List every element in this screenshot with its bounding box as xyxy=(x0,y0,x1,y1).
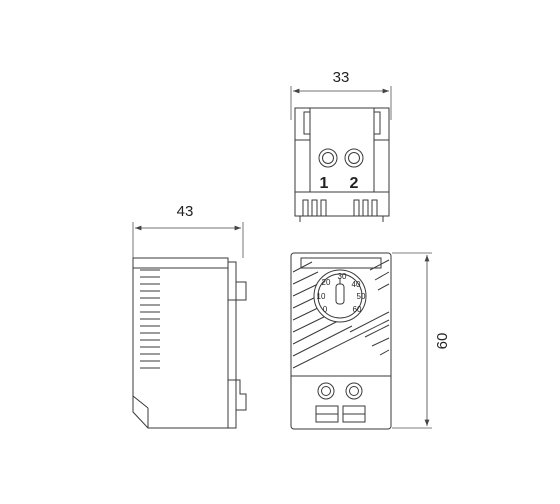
terminal-label-1: 1 xyxy=(320,175,329,192)
terminal-label-2: 2 xyxy=(350,175,359,192)
front-terminal-screw-2 xyxy=(345,382,363,400)
dial-label-10: 10 xyxy=(317,292,326,301)
dimension-label-height: 60 xyxy=(434,333,451,350)
terminal-screw-2 xyxy=(344,148,364,168)
dial-label-50: 50 xyxy=(357,292,366,301)
top-view: 33 1 2 xyxy=(290,69,392,222)
dial-label-40: 40 xyxy=(352,280,361,289)
dial-label-60: 60 xyxy=(353,305,362,314)
dial-label-20: 20 xyxy=(322,278,331,287)
side-view: 43 xyxy=(132,203,247,429)
temperature-dial[interactable]: 0 10 20 30 40 50 60 xyxy=(313,269,367,323)
dimension-label-top-width: 33 xyxy=(333,69,350,86)
dimension-label-side-width: 43 xyxy=(177,203,194,220)
dial-label-0: 0 xyxy=(323,305,328,314)
front-view: 60 0 10 20 30 40 xyxy=(290,252,451,430)
dial-label-30: 30 xyxy=(338,272,347,281)
terminal-screw-1 xyxy=(318,148,338,168)
front-terminal-screw-1 xyxy=(317,382,335,400)
